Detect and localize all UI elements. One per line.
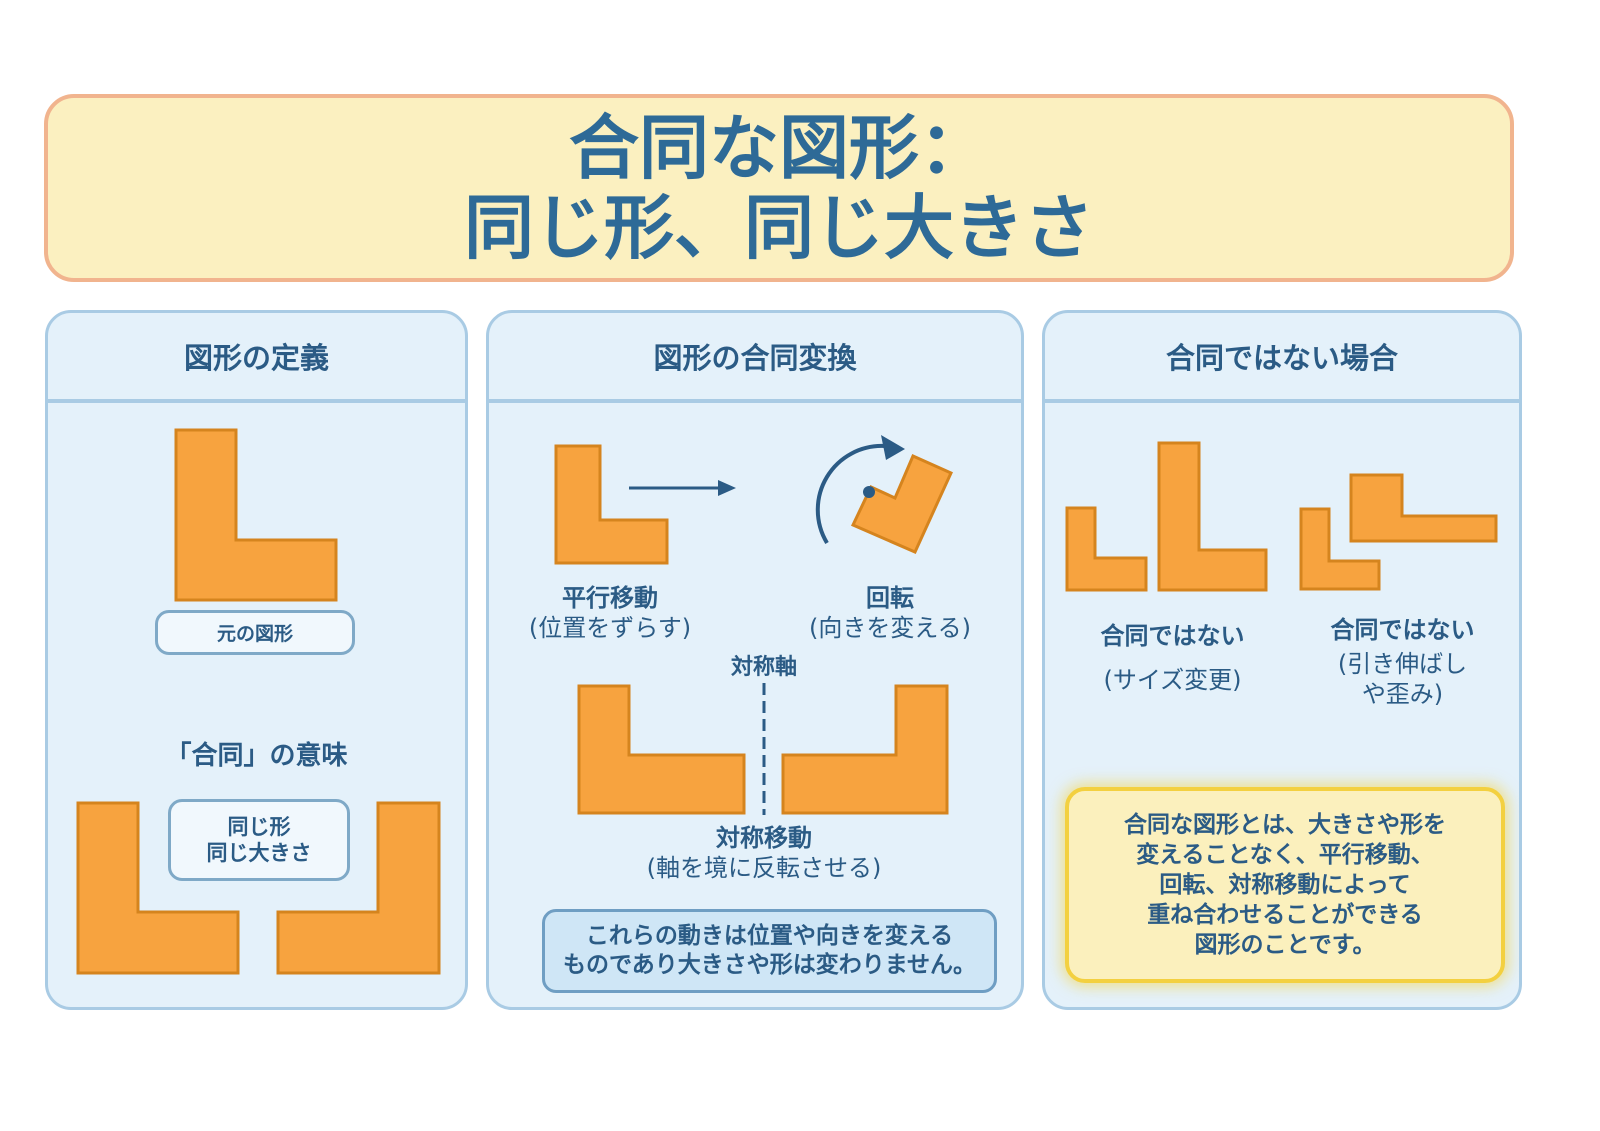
case1-caption: 合同ではない (サイズ変更) [1050, 621, 1295, 695]
panel-transformations: 図形の合同変換 平行移動 (位置をずらす) 回転 [486, 310, 1024, 1010]
summary-line-5: 図形のことです。 [1194, 932, 1376, 958]
title-banner: 合同な図形： 同じ形、同じ大きさ [44, 94, 1514, 282]
summary-line-4: 重ね合わせることができる [1147, 902, 1423, 928]
rotation-caption: 回転 (向きを変える) [777, 583, 1003, 643]
panel-not-congruent-body: 合同ではない (サイズ変更) 合同ではない (引き伸ばし や歪み) 合同な図形と… [1045, 403, 1519, 1007]
summary-line-3: 回転、対称移動によって [1159, 872, 1411, 898]
panel-transformations-body: 平行移動 (位置をずらす) 回転 (向きを変える) 対称軸 対称移動 (軸を境に… [489, 403, 1021, 1007]
panel-not-congruent-heading: 合同ではない場合 [1045, 313, 1519, 403]
small-l-shape [1065, 506, 1148, 592]
note-line-1: これらの動きは位置や向きを変える [585, 923, 954, 949]
translation-caption: 平行移動 (位置をずらす) [497, 583, 723, 643]
rotation-arrow-icon [815, 435, 905, 545]
case2-subtitle-line-1: (引き伸ばし [1337, 650, 1468, 678]
summary-line-2: 変えることなく、平行移動、 [1136, 842, 1434, 868]
large-l-shape [1157, 441, 1268, 592]
note-line-2: ものであり大きさや形は変わりません。 [562, 952, 977, 978]
meaning-line-1: 同じ形 [227, 815, 291, 839]
panel-definition-body: 元の図形 「合同」の意味 同じ形 同じ大きさ [48, 403, 465, 1007]
panel-definition: 図形の定義 元の図形 「合同」の意味 同じ形 同じ大きさ [45, 310, 468, 1010]
panel-not-congruent: 合同ではない場合 合同ではない (サイズ変更) 合同ではない (引き伸ばし や歪… [1042, 310, 1522, 1010]
case1-title: 合同ではない [1100, 622, 1245, 650]
transformations-note: これらの動きは位置や向きを変える ものであり大きさや形は変わりません。 [542, 909, 997, 993]
meaning-line-2: 同じ大きさ [206, 841, 312, 865]
axis-label: 対称軸 [730, 655, 797, 680]
meaning-box: 同じ形 同じ大きさ [168, 799, 350, 881]
title-line-1: 合同な図形： [569, 107, 989, 189]
case2-title: 合同ではない [1330, 616, 1475, 644]
translation-arrow-icon [629, 480, 736, 496]
case2-caption: 合同ではない (引き伸ばし や歪み) [1285, 615, 1519, 709]
original-shape-label: 元の図形 [155, 610, 355, 655]
summary-line-1: 合同な図形とは、大きさや形を [1124, 812, 1446, 838]
stretched-l-shape [1349, 473, 1498, 543]
rotation-l-shape [850, 454, 953, 554]
title-line-2: 同じ形、同じ大きさ [464, 187, 1094, 269]
transformations-diagram [554, 435, 953, 815]
normal-l-shape [1299, 507, 1381, 591]
case1-subtitle: (サイズ変更) [1103, 666, 1242, 694]
panel-transformations-heading: 図形の合同変換 [489, 313, 1021, 403]
definition-shapes [76, 428, 441, 975]
meaning-heading: 「合同」の意味 [165, 741, 348, 771]
translation-l-shape [554, 444, 669, 565]
case2-subtitle-line-2: や歪み) [1361, 680, 1444, 708]
original-l-shape [174, 428, 338, 602]
definition-summary: 合同な図形とは、大きさや形を 変えることなく、平行移動、 回転、対称移動によって… [1065, 787, 1505, 983]
meaning-l-shape-left [76, 801, 240, 975]
reflection-title: 対称移動 [716, 824, 812, 852]
not-congruent-shapes [1065, 441, 1498, 592]
rotation-subtitle: (向きを変える) [808, 614, 971, 642]
translation-subtitle: (位置をずらす) [528, 614, 692, 642]
panel-definition-heading: 図形の定義 [48, 313, 465, 403]
translation-title: 平行移動 [562, 584, 658, 612]
reflection-caption: 対称移動 (軸を境に反転させる) [569, 823, 959, 883]
reflection-l-shape-right [781, 684, 949, 815]
reflection-subtitle: (軸を境に反転させる) [646, 854, 882, 882]
meaning-l-shape-right [276, 801, 441, 975]
reflection-l-shape-left [577, 684, 746, 815]
rotation-title: 回転 [866, 584, 914, 612]
